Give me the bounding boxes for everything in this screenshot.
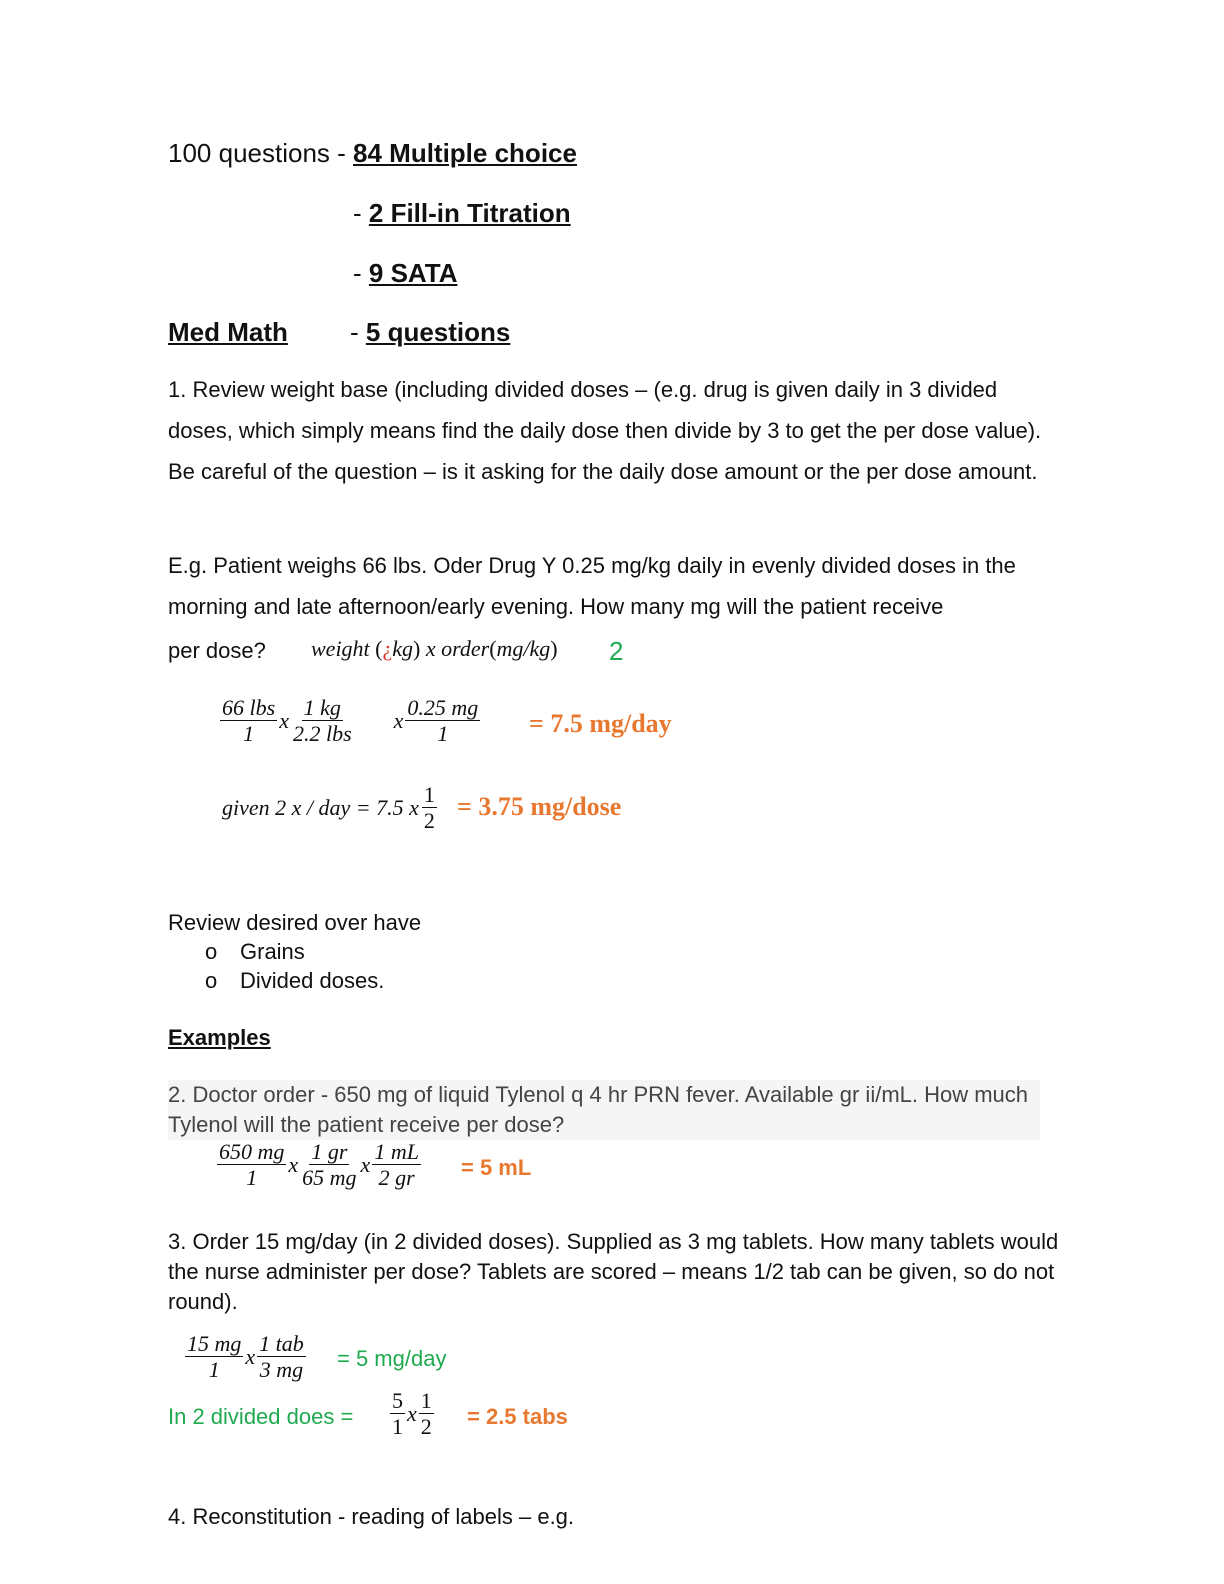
q3-text: 3. Order 15 mg/day (in 2 divided doses).… [168, 1229, 1059, 1314]
q3-result-tabs: = 2.5 tabs [467, 1404, 568, 1429]
numerator: 1 tab [257, 1331, 306, 1358]
denominator: 1 [246, 1165, 258, 1191]
numerator: 0.25 mg [405, 695, 481, 722]
review-bullet: o [205, 968, 218, 993]
times-sign: x [279, 708, 289, 734]
q1-example-text: E.g. Patient weighs 66 lbs. Oder Drug Y … [168, 553, 1016, 619]
times-sign: x [288, 1152, 299, 1178]
formula-divisor: 2 [609, 636, 624, 666]
review-title: Review desired over have [168, 910, 422, 935]
q1-formula: weight (¿kg) x order(mg/kg) [311, 636, 558, 662]
denominator: 2 [423, 808, 435, 834]
header-total-line: 100 questions - 84 Multiple choice [168, 138, 577, 169]
formula-paren: ( [489, 636, 497, 661]
formula-paren: ( [375, 636, 383, 661]
med-math-heading: Med Math [168, 317, 288, 347]
numerator: 1 mL [372, 1139, 421, 1166]
header-dash: - [350, 317, 366, 347]
formula-paren: ) [550, 636, 558, 661]
q2-result: = 5 mL [461, 1155, 532, 1180]
formula-weight: weight [311, 636, 370, 661]
examples-heading: Examples [168, 1025, 271, 1050]
formula-inverted-question: ¿ [382, 636, 393, 661]
denominator: 1 [437, 721, 449, 747]
numerator: 66 lbs [220, 695, 278, 722]
numerator: 5 [390, 1388, 405, 1415]
numerator: 650 mg [217, 1139, 287, 1166]
denominator: 2 gr [378, 1165, 415, 1191]
header-fill-in: 2 Fill-in Titration [368, 198, 571, 228]
times-sign: x [407, 1401, 417, 1427]
numerator: 1 [421, 782, 437, 809]
formula-kg: kg [392, 636, 414, 661]
header-sata: 9 SATA [368, 258, 458, 288]
denominator: 1 [243, 721, 255, 747]
denominator: 2 [420, 1414, 432, 1440]
numerator: 15 mg [185, 1331, 244, 1358]
numerator: 1 kg [301, 695, 343, 722]
header-total: 100 questions - [168, 138, 354, 168]
header-fill-line: - 2 Fill-in Titration [353, 198, 571, 229]
q4-text: 4. Reconstitution - reading of labels – … [168, 1504, 575, 1529]
q3-divided-label: In 2 divided does = [168, 1404, 354, 1429]
q1-result-per-dose: = 3.75 mg/dose [457, 792, 622, 821]
q1-result-daily: = 7.5 mg/day [529, 709, 672, 738]
times-sign: x [360, 1152, 371, 1178]
review-bullet: o [205, 939, 218, 964]
times-sign: x [245, 1344, 256, 1370]
review-item: Grains [240, 939, 305, 964]
given-expression: given 2 x / day = 7.5 x [222, 795, 419, 821]
med-math-count-line: - 5 questions [350, 317, 510, 348]
q2-text: 2. Doctor order - 650 mg of liquid Tylen… [168, 1080, 1040, 1140]
times-sign: x [393, 708, 404, 734]
q1-per-dose: per dose? [168, 638, 266, 663]
header-multiple-choice: 84 Multiple choice [353, 138, 577, 168]
formula-order: order [441, 636, 490, 661]
denominator: 65 mg [302, 1165, 357, 1191]
header-sata-line: - 9 SATA [353, 258, 458, 289]
denominator: 1 [392, 1414, 403, 1440]
formula-x: x [425, 636, 436, 661]
header-dash: - [353, 258, 369, 288]
formula-mgkg: mg/kg [496, 636, 551, 661]
numerator: 1 gr [309, 1139, 350, 1166]
denominator: 3 mg [259, 1357, 304, 1383]
q1-per-dose-line: per dose? [168, 638, 266, 664]
header-dash: - [353, 198, 369, 228]
q1-text: 1. Review weight base (including divided… [168, 377, 1042, 484]
numerator: 1 [418, 1388, 434, 1415]
med-math-count: 5 questions [365, 317, 511, 347]
formula-paren: ) [413, 636, 421, 661]
review-item: Divided doses. [240, 968, 385, 993]
denominator: 1 [208, 1357, 220, 1383]
denominator: 2.2 lbs [292, 721, 352, 747]
q3-result-daily: = 5 mg/day [337, 1346, 447, 1371]
